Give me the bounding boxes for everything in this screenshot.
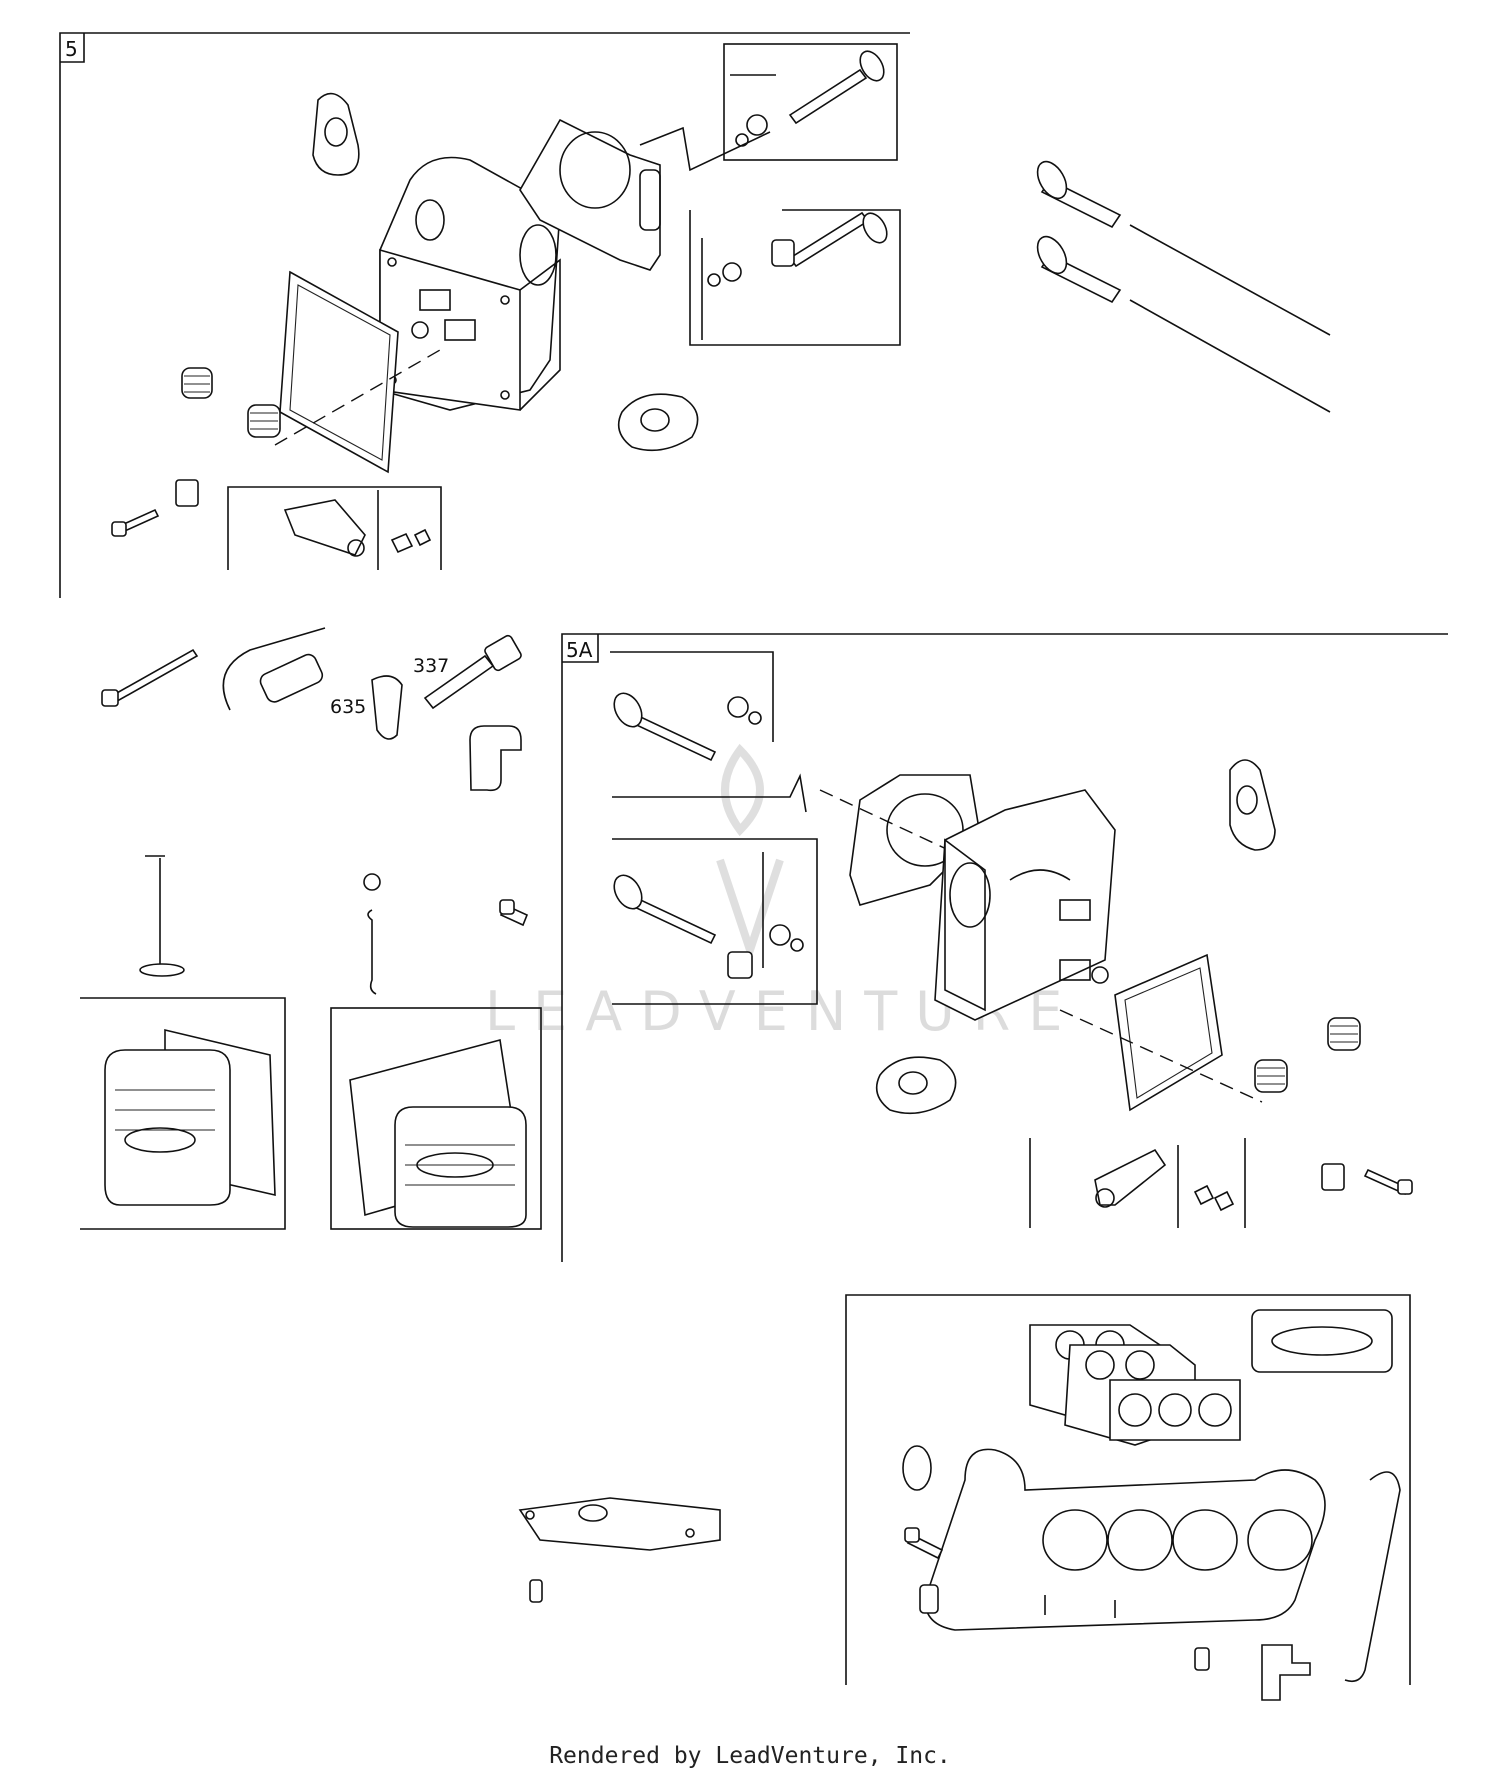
screw: [529, 1579, 543, 1603]
head-gasket: [519, 118, 661, 271]
valve-cover-group: [80, 997, 286, 1230]
footer-credit: Rendered by LeadVenture, Inc.: [549, 1743, 951, 1769]
section-5a-frame: 5A: [561, 633, 1448, 1262]
spark-plug: [423, 634, 522, 710]
intake-valve-group: [689, 209, 901, 346]
valve-spring: [247, 404, 281, 438]
spark-plug-boot: [371, 675, 403, 740]
section-5-frame: 5: [59, 32, 910, 598]
head-gasket: [849, 774, 981, 906]
exhaust-gasket: [1229, 759, 1276, 851]
section-5-label: 5: [65, 37, 78, 61]
head-bolt-long: [101, 648, 199, 707]
screw: [499, 899, 529, 927]
breather-tube: [1344, 1471, 1401, 1683]
intake-manifold: [924, 1448, 1326, 1631]
o-ring: [902, 1445, 932, 1491]
screw: [904, 1527, 944, 1560]
manifold-plate-gasket: [1251, 1309, 1393, 1373]
rocker-stud: [175, 479, 199, 507]
breather-bracket: [518, 1497, 721, 1551]
valve-spring: [181, 367, 213, 399]
valve-spring: [1254, 1059, 1288, 1093]
intake-valve-group: [612, 838, 818, 1005]
manifold-gasket: [1109, 1379, 1241, 1441]
fitting: [919, 1584, 939, 1614]
valve-cover-group: [330, 1007, 542, 1230]
rocker-arm-group: [227, 486, 442, 570]
intake-manifold-group: [845, 1294, 1411, 1701]
dipstick: [139, 855, 185, 977]
exhaust-valve-group: [610, 651, 774, 762]
rocker-stud: [1321, 1163, 1345, 1191]
fitting: [1194, 1647, 1210, 1671]
exhaust-gasket: [312, 92, 360, 176]
leader-line: [612, 773, 807, 813]
ignition-armature: [222, 627, 326, 711]
governor-link: [363, 873, 381, 995]
exhaust-valve-group: [723, 43, 898, 161]
section-5a-label: 5A: [566, 638, 593, 662]
elbow-fitting: [469, 725, 522, 792]
intake-gasket: [617, 393, 699, 452]
tappet: [1036, 160, 1122, 229]
head-bolt: [111, 508, 160, 537]
callout-635: 635: [330, 696, 366, 718]
cylinder-head: [934, 789, 1116, 1021]
leader-line: [274, 349, 441, 446]
leader-line: [639, 126, 771, 172]
leader-line: [1059, 1009, 1263, 1103]
valve-cover-gasket: [279, 270, 399, 474]
head-bolt: [1363, 1168, 1413, 1196]
valve-spring: [1327, 1017, 1361, 1051]
cylinder-head: [379, 156, 561, 411]
valve-cover-gasket: [1114, 953, 1223, 1112]
intake-gasket: [875, 1056, 957, 1115]
callout-337: 337: [413, 655, 449, 677]
rocker-arm-group: [1029, 1138, 1246, 1228]
tappet: [1036, 235, 1122, 304]
push-rod: [1129, 299, 1331, 413]
elbow-fitting: [1261, 1644, 1311, 1701]
push-rod: [1129, 224, 1331, 336]
